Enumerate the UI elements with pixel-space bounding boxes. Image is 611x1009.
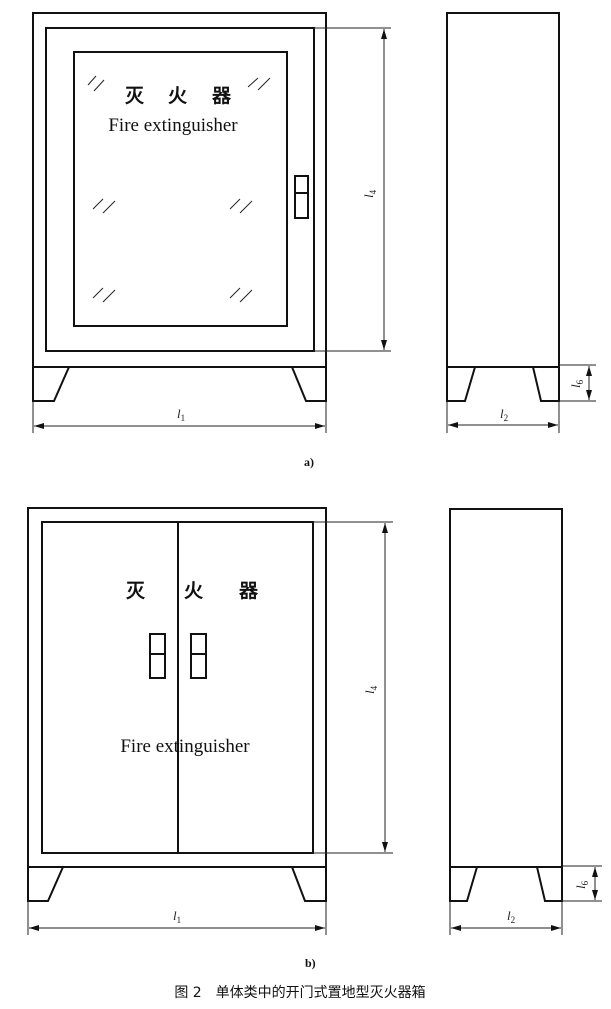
left-foot [32,366,70,402]
cabinet-door [45,27,315,352]
right-foot [532,366,560,402]
figure-b-front-view: 灭 火 器 Fire extinguisher l4 l1 [27,507,393,935]
figure-a-front-view: 灭 火 器 Fire extinguisher l4 l1 [32,12,391,433]
glass-reflection-marks [87,75,271,303]
sign-en-text: Fire extinguisher [120,736,250,757]
side-body [446,12,560,368]
figure-b-label: b) [305,956,316,970]
right-foot [291,866,327,902]
left-foot [27,866,64,902]
figure-caption: 图 2 单体类中的开门式置地型灭火器箱 [174,985,425,1001]
right-door-handle [190,633,207,679]
cabinet-body [32,12,327,368]
sign-cn-char: 灭 [125,580,146,602]
figure-a-label: a) [304,455,314,469]
sign-cn-char: 火 [184,580,204,602]
sign-cn-char: 火 [168,85,188,107]
dimension-label-l1: l1 [173,908,181,925]
dimension-label-l2: l2 [500,406,508,423]
dimension-label-l4: l4 [361,189,378,198]
dimension-label-l6: l6 [573,880,590,889]
dimension-label-l6: l6 [568,379,585,388]
figure-a-side-view: l6 l2 [446,12,596,433]
right-foot [536,866,563,902]
dimension-label-l2: l2 [507,908,515,925]
figure-b-side-view: l6 l2 [449,508,602,935]
sign-en-text: Fire extinguisher [108,115,238,136]
glass-panel [73,51,288,327]
sign-cn-char: 器 [238,580,259,602]
right-foot [291,366,327,402]
left-foot [446,366,476,402]
left-foot [449,866,478,902]
side-body [449,508,563,868]
sign-cn-char: 器 [211,85,232,107]
sign-cn-char: 灭 [124,85,145,107]
left-door-handle [149,633,166,679]
dimension-label-l1: l1 [177,406,185,423]
dimension-label-l4: l4 [362,685,379,694]
door-handle [294,175,309,219]
